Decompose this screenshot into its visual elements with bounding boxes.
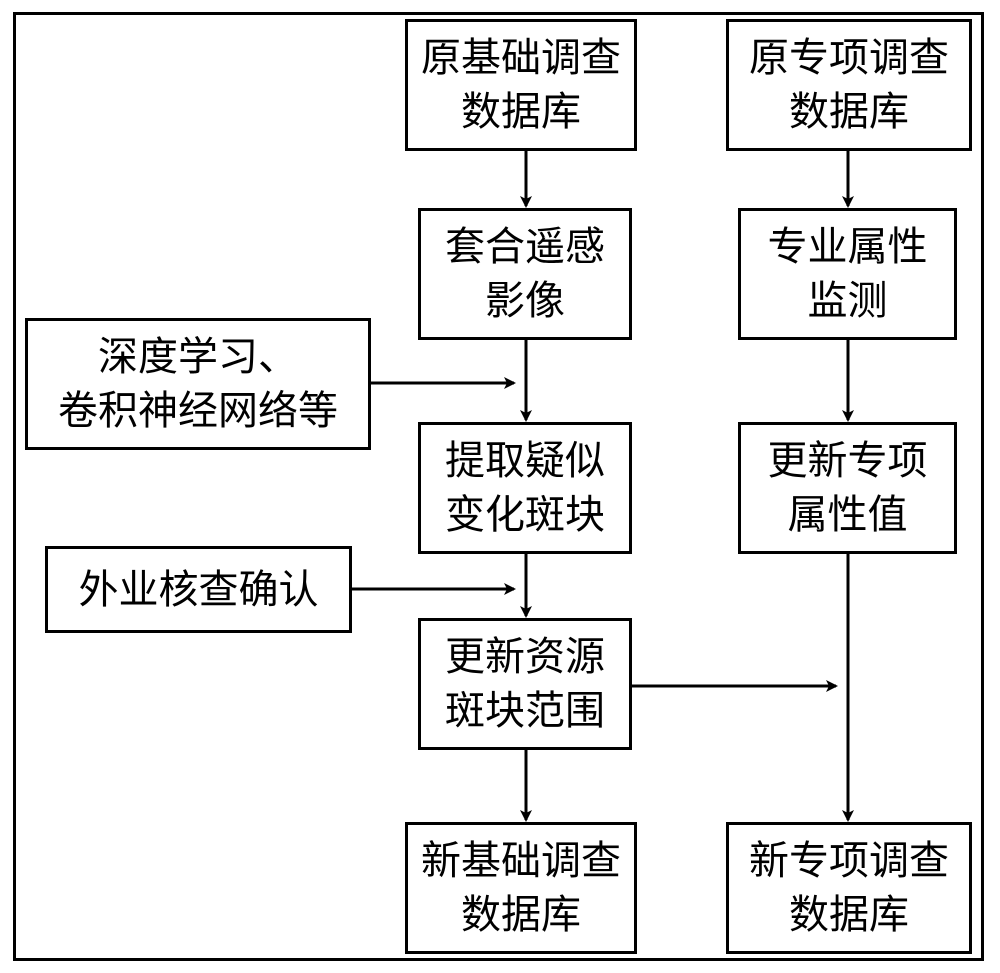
node-label: 更新资源 — [445, 634, 605, 680]
node-orig-special-db: 原专项调查 数据库 — [726, 19, 972, 151]
node-label: 原专项调查 — [749, 35, 949, 81]
node-new-special-db: 新专项调查 数据库 — [726, 822, 972, 954]
diagram-frame — [13, 12, 984, 961]
node-field-check: 外业核查确认 — [45, 546, 352, 633]
node-new-basic-db: 新基础调查 数据库 — [405, 822, 637, 954]
node-label: 新基础调查 — [421, 838, 621, 884]
node-label: 变化斑块 — [445, 492, 605, 538]
node-label: 数据库 — [789, 89, 909, 135]
node-label: 套合遥感 — [445, 224, 605, 270]
node-label: 影像 — [485, 278, 565, 324]
node-label: 更新专项 — [767, 438, 928, 484]
node-label: 数据库 — [461, 89, 581, 135]
node-update-special-value: 更新专项 属性值 — [738, 422, 957, 554]
node-label: 属性值 — [787, 492, 908, 538]
node-label: 斑块范围 — [445, 688, 605, 734]
node-label: 提取疑似 — [445, 438, 605, 484]
node-orig-basic-db: 原基础调查 数据库 — [405, 19, 637, 151]
node-label: 监测 — [807, 278, 888, 324]
node-overlay-imagery: 套合遥感 影像 — [418, 208, 632, 340]
node-update-patch-range: 更新资源 斑块范围 — [418, 618, 632, 750]
node-label: 数据库 — [789, 892, 909, 938]
node-label: 深度学习、 — [98, 334, 298, 380]
node-label: 新专项调查 — [749, 838, 949, 884]
node-deep-learning: 深度学习、 卷积神经网络等 — [25, 318, 371, 450]
node-special-monitor: 专业属性 监测 — [738, 208, 957, 340]
node-label: 卷积神经网络等 — [58, 388, 338, 434]
node-label: 专业属性 — [767, 224, 928, 270]
node-label: 原基础调查 — [421, 35, 621, 81]
node-label: 外业核查确认 — [78, 566, 319, 613]
node-label: 数据库 — [461, 892, 581, 938]
node-extract-patches: 提取疑似 变化斑块 — [418, 422, 632, 554]
